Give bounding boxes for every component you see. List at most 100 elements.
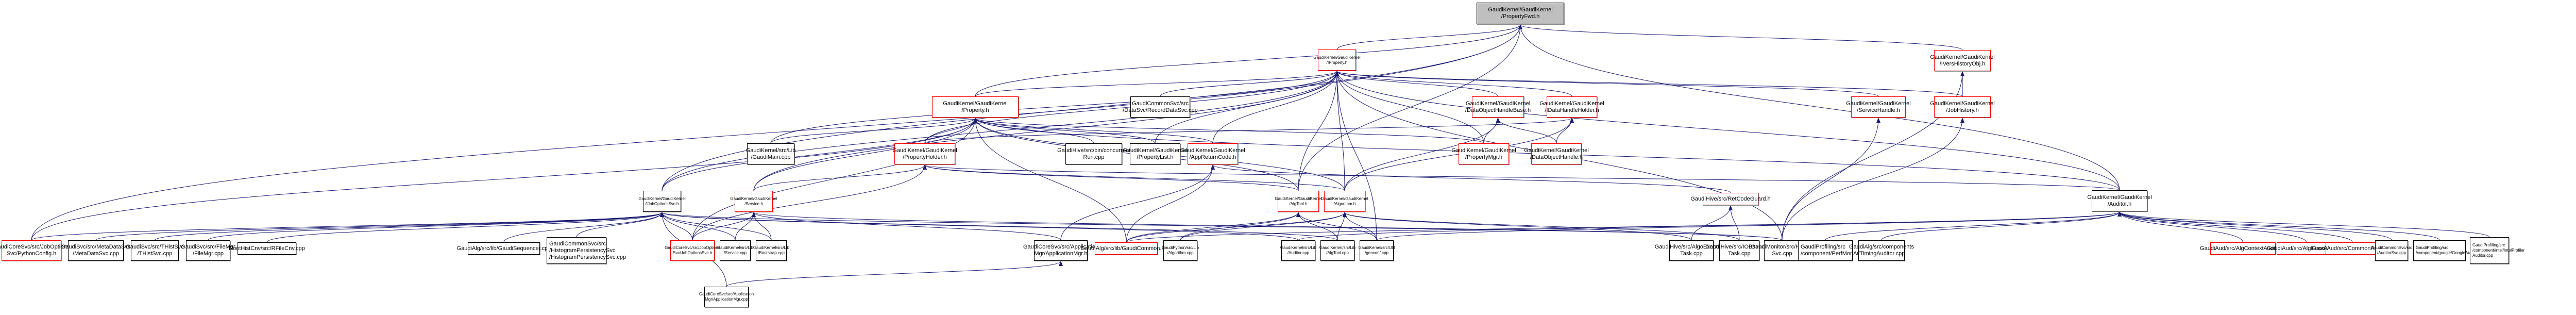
edge-propertymgr-to-iproperty (1335, 71, 1484, 144)
graph-node-ioboundalg[interactable]: GaudiHive/src/IOBoundAlg Task.cpp (1705, 240, 1773, 261)
graph-node-servicehandle[interactable]: GaudiKernel/GaudiKernel /ServiceHandle.h (1846, 96, 1911, 118)
edge-commonaud-to-auditor_h (2117, 211, 2353, 243)
edge-algerroraud-to-auditor_h (2117, 211, 2307, 243)
graph-node-googleaud[interactable]: GaudiProfiling/src /component/google/Goo… (2413, 240, 2486, 261)
graph-node-appreturncode[interactable]: GaudiKernel/GaudiKernel /AppReturnCode.h (1180, 143, 1245, 164)
graph-node-propertymgr[interactable]: GaudiKernel/GaudiKernel /PropertyMgr.h (1451, 143, 1516, 164)
graph-node-joboptionssvc-h[interactable]: GaudiCoreSvc/src/JobOptions Svc/JobOptio… (665, 240, 720, 261)
edge-dohbase-to-iproperty (1335, 71, 1498, 97)
edge-auditorsvc-to-auditor_h (2117, 211, 2392, 241)
edge-iversh-to-propertyfwd (1518, 24, 1963, 51)
edge-gaudimain-to-property (770, 118, 977, 144)
edge-bootstrap-to-service_h (752, 212, 772, 241)
edge-historysvc-to-service_h (752, 212, 1783, 241)
graph-node-propertyfwd[interactable]: GaudiKernel/GaudiKernel /PropertyFwd.h (1477, 3, 1564, 24)
graph-node-appmgr-cpp[interactable]: GaudiCoreSvc/src/Application Mgr/Applica… (699, 287, 754, 307)
graph-node-dataobjecthandle[interactable]: GaudiKernel/GaudiKernel /DataObjectHandl… (1524, 143, 1589, 164)
edge-intelprof-to-auditor_h (2117, 211, 2490, 238)
graph-node-thistsvc[interactable]: GaudiSvc/src/THistSvc /THistSvc.cpp (126, 240, 184, 261)
graph-node-algtool-h[interactable]: GaudiKernel/GaudiKernel /AlgTool.h (1275, 191, 1322, 212)
graph-node-bootstrap[interactable]: GaudiKernel/src/Lib /Bootstrap.cpp (753, 240, 789, 261)
graph-node-iversh[interactable]: GaudiKernel/GaudiKernel /IVersHistoryObj… (1930, 50, 1995, 71)
edge-historysvc-to-jobhistory (1782, 118, 1964, 241)
edge-metadatasvc-to-ijoboptionssvc (95, 212, 664, 241)
graph-node-property[interactable]: GaudiKernel/GaudiKernel /Property.h (932, 96, 1019, 118)
graph-node-py-algorithm[interactable]: GaudiPython/src/Lib /Algorithm.cpp (1162, 240, 1199, 261)
edge-appmgr_h-to-appreturncode (1060, 164, 1215, 241)
graph-node-service-h[interactable]: GaudiKernel/GaudiKernel /Service.h (730, 191, 777, 212)
edge-genconf-to-auditor_h (1376, 211, 2122, 241)
edge-service_h-to-property (753, 118, 977, 191)
graph-node-perfmon[interactable]: GaudiProfiling/src /component/PerfMonAud… (1798, 240, 1882, 261)
edge-ijoboptionssvc-to-propertyfwd (662, 24, 1522, 191)
graph-node-algcontextaud[interactable]: GaudiAud/src/AlgContextAuditor.h (2200, 242, 2286, 255)
edge-algtool_cpp-to-algtool_h (1296, 212, 1338, 241)
edge-timingaud-to-auditor_h (1881, 211, 2122, 241)
edge-algtool_h-to-propertyholder (923, 164, 1299, 191)
edge-bootstrap-to-ijoboptionssvc (660, 212, 772, 241)
edge-algorithm_h-to-propertyholder (923, 164, 1345, 191)
graph-node-recorddatasvc[interactable]: GaudiCommonSvc/src /DataSvc/RecordDataSv… (1123, 96, 1198, 118)
graph-node-appmgr-h[interactable]: GaudiCoreSvc/src/Application Mgr/Applica… (1023, 240, 1098, 261)
graph-node-metadatasvc[interactable]: GaudiSvc/src/MetaDataSvc /MetaDataSvc.cp… (61, 240, 130, 261)
edge-gaudisequencer-to-ijoboptionssvc (503, 212, 664, 243)
edge-ijoboptionssvc-to-iproperty (662, 71, 1339, 191)
graph-node-dohbase[interactable]: GaudiKernel/GaudiKernel /DataObjectHandl… (1465, 96, 1531, 118)
graph-node-histpersist[interactable]: GaudiCommonSvc/src /HistogramPersistency… (547, 237, 626, 264)
graph-node-algorithm-h[interactable]: GaudiKernel/GaudiKernel /Algorithm.h (1321, 191, 1368, 212)
graph-node-historysvc[interactable]: GaudiMonitor/src/History Svc.cpp (1751, 240, 1814, 261)
edge-servicehandle-to-iproperty (1335, 71, 1879, 97)
graph-node-ijoboptionssvc[interactable]: GaudiKernel/GaudiKernel /IJobOptionsSvc.… (638, 191, 686, 212)
edge-auditor_h-to-propertyholder (923, 164, 2120, 191)
edge-genconf-to-algtool_h (1296, 212, 1377, 241)
graph-node-jobhistory[interactable]: GaudiKernel/GaudiKernel /JobHistory.h (1930, 96, 1995, 118)
edge-historysvc-to-servicehandle (1782, 118, 1880, 241)
edge-service_cpp-to-ijoboptionssvc (660, 212, 736, 241)
edge-iproperty-to-propertyfwd (1336, 24, 1522, 50)
graph-node-gaudicommon[interactable]: GaudiAlg/src/lib/GaudiCommon.icpp (1080, 242, 1172, 255)
edge-service_h-to-iproperty (753, 71, 1339, 191)
graph-node-idhh[interactable]: GaudiKernel/GaudiKernel /IDataHandleHold… (1539, 96, 1604, 118)
graph-node-intelprof[interactable]: GaudiProfiling/src /component/intel/Inte… (2470, 237, 2524, 264)
graph-node-auditor-cpp[interactable]: GaudiKernel/src/Lib /Auditor.cpp (1280, 240, 1316, 261)
graph-node-auditorsvc[interactable]: GaudiCommonSvc/src /AuditorSvc.cpp (2371, 240, 2412, 261)
graph-node-auditor-h[interactable]: GaudiKernel/GaudiKernel /Auditor.h (2087, 190, 2152, 211)
edge-algcontextaud-to-auditor_h (2117, 211, 2243, 243)
edge-ioboundalg-to-retcodeguard (1728, 205, 1740, 241)
graph-node-gaudisequencer[interactable]: GaudiAlg/src/lib/GaudiSequencer.cpp (457, 242, 551, 255)
graph-node-commonaud[interactable]: GaudiAud/src/CommonAuditor.h (2312, 242, 2393, 255)
edge-pythonconfig-to-ijoboptionssvc (31, 212, 664, 241)
graph-node-genconf[interactable]: GaudiKernel/src/Util /genconf.cpp (1358, 240, 1395, 261)
edge-propertylist-to-iproperty (1155, 71, 1339, 144)
edge-perfmon-to-auditor_h (1825, 211, 2122, 241)
edge-thistsvc-to-ijoboptionssvc (155, 212, 664, 241)
graph-node-iproperty[interactable]: GaudiKernel/GaudiKernel /IProperty.h (1313, 49, 1361, 71)
graph-node-algtool-cpp[interactable]: GaudiKernel/src/Lib /AlgTool.cpp (1319, 240, 1355, 261)
edge-appmgr_cpp-to-appmgr_h (726, 261, 1063, 287)
graph-node-pythonconfig[interactable]: GaudiCoreSvc/src/JobOptions Svc/PythonCo… (0, 240, 70, 261)
graph-node-service-cpp[interactable]: GaudiKernel/src/Lib /Service.cpp (717, 240, 753, 261)
graph-node-filemgr[interactable]: GaudiSvc/src/FileMgr /FileMgr.cpp (181, 240, 235, 261)
graph-node-concurrentrun[interactable]: GaudiHive/src/bin/concurrent Run.cpp (1057, 143, 1130, 164)
graph-node-propertylist[interactable]: GaudiKernel/GaudiKernel /PropertyList.h (1123, 143, 1188, 164)
graph-node-retcodeguard[interactable]: GaudiHive/src/RetCodeGuard.h (1690, 193, 1771, 205)
graph-node-algoexec[interactable]: GaudiHive/src/AlgoExecution Task.cpp (1655, 240, 1728, 261)
edge-auditor_h-to-iproperty (1335, 71, 2120, 191)
graph-node-rfilecnv[interactable]: RootHistCnv/src/RFileCnv.cpp (229, 242, 305, 255)
edge-algoexec-to-retcodeguard (1691, 205, 1733, 241)
edge-idhh-to-iproperty (1335, 71, 1572, 97)
edge-service_h-to-propertyholder (753, 164, 927, 191)
edge-py_algorithm-to-algorithm_h (1180, 212, 1347, 241)
edge-joboptionssvc_h-to-service_h (692, 212, 756, 241)
edge-py_algorithm-to-algtool_h (1180, 212, 1300, 241)
edge-filemgr-to-ijoboptionssvc (208, 212, 664, 241)
graph-node-propertyholder[interactable]: GaudiKernel/GaudiKernel /PropertyHolder.… (892, 143, 957, 164)
edge-ioboundalg-to-algorithm_h (1343, 212, 1740, 241)
graph-node-gaudimain[interactable]: GaudiKernel/src/Lib /GaudiMain.cpp (746, 143, 795, 164)
edge-pythonconfig-to-property (31, 118, 977, 241)
graph-node-timingaud[interactable]: GaudiAlg/src/components /TimingAuditor.c… (1849, 240, 1914, 261)
edge-auditor_cpp-to-ijoboptionssvc (660, 212, 1299, 241)
edge-googleaud-to-auditor_h (2117, 211, 2440, 241)
